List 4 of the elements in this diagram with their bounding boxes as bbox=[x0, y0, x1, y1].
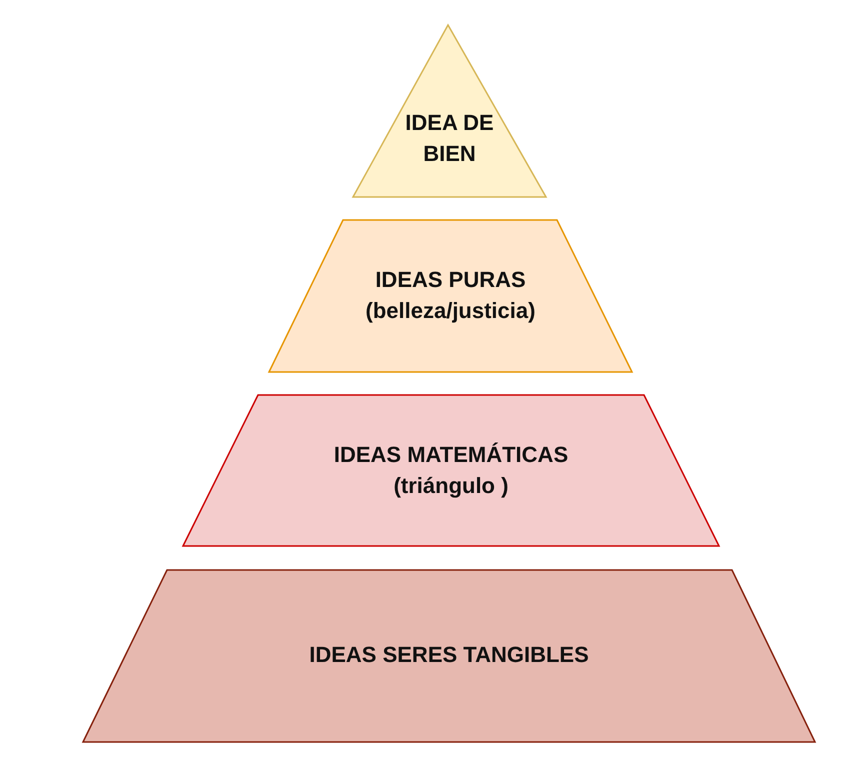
level-label: IDEAS SERES TANGIBLES bbox=[308, 641, 590, 669]
level-label: IDEAS PURAS (belleza/justicia) bbox=[364, 266, 536, 325]
level-label: IDEA DE BIEN bbox=[404, 109, 495, 168]
level-label: IDEAS MATEMÁTICAS (triángulo ) bbox=[332, 441, 570, 500]
